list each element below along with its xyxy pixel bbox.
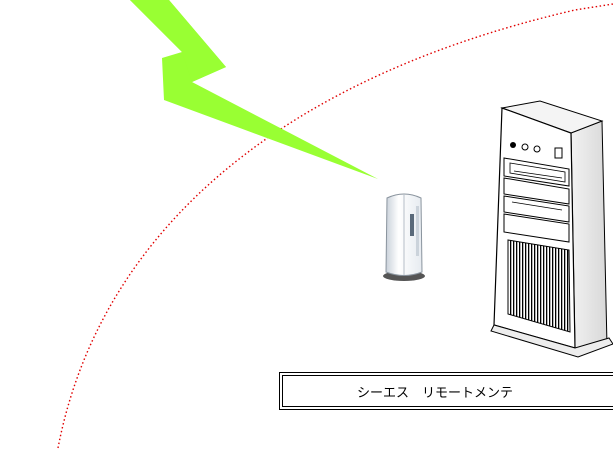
lightning-bolt-top — [103, 0, 226, 82]
caption-box: シーエス リモートメンテ — [279, 372, 613, 410]
router-icon — [383, 193, 425, 281]
connection-arc — [57, 3, 613, 449]
server-vent-grille — [507, 239, 571, 333]
caption-text: シーエス リモートメンテ — [357, 385, 514, 401]
server-tower-icon — [490, 100, 613, 358]
lightning-bolt-icon — [103, 0, 378, 179]
